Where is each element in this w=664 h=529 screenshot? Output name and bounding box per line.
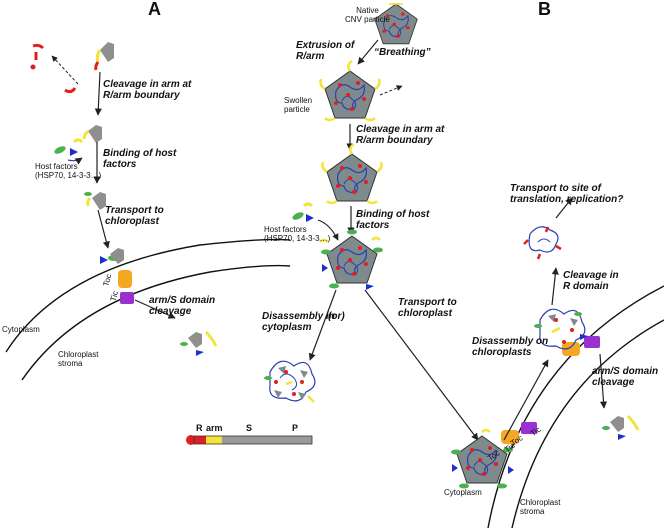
native-cnv-particle	[374, 3, 418, 45]
toc-channel-b-upper	[562, 342, 580, 356]
legend-segment-p	[280, 436, 312, 444]
legend-label-p: P	[292, 423, 299, 433]
legend-segment-s	[222, 436, 280, 444]
legend-label-s: S	[246, 423, 253, 433]
chloroplast-inner-membrane-a	[21, 264, 291, 381]
a-host-factors-label: Host factors(HSP70, 14-3-3…)	[35, 162, 102, 180]
panel-b-graphics	[264, 3, 664, 529]
chloroplast-inner-membrane-b	[511, 319, 664, 529]
b-cytoplasm-label: Cytoplasm	[444, 488, 482, 497]
host-factors-b	[292, 202, 339, 241]
disassembled-particle-cytoplasm	[264, 360, 316, 403]
legend-label-arm: arm	[206, 423, 223, 433]
disassembled-particle-chloroplast	[534, 308, 588, 350]
released-r-fragment	[32, 43, 45, 50]
toc-channel-a	[118, 270, 132, 288]
legend-label-r: R	[196, 423, 203, 433]
toc-channel-b-lower	[501, 430, 519, 444]
released-rna	[523, 226, 562, 260]
panel-label-a: A	[148, 0, 161, 19]
particle-at-chloroplast	[451, 428, 514, 489]
legend-segment-arm	[206, 436, 222, 444]
swollen-particle	[319, 59, 381, 122]
particle-with-host-factors	[319, 229, 383, 290]
legend-r-dot	[186, 435, 196, 445]
subunit-intact	[94, 42, 114, 71]
host-factors-a	[54, 138, 84, 165]
cleaved-particle	[321, 142, 383, 205]
tic-channel-b-lower	[521, 422, 537, 434]
chloroplast-outer-membrane-a	[5, 238, 291, 353]
domain-legend-bar	[186, 435, 313, 445]
b-or-label: (or)	[328, 311, 345, 322]
tic-channel-a	[120, 292, 134, 304]
b-host-factors-label: Host factors(HSP70, 14-3-3…)	[264, 225, 331, 243]
panel-label-b: B	[538, 0, 551, 19]
tic-channel-b-upper	[584, 336, 600, 348]
a-cytoplasm-label: Cytoplasm	[2, 325, 40, 334]
b-breathing-label: “Breathing”	[374, 47, 431, 58]
legend-segment-r	[194, 436, 206, 444]
panel-a-graphics	[5, 42, 291, 381]
